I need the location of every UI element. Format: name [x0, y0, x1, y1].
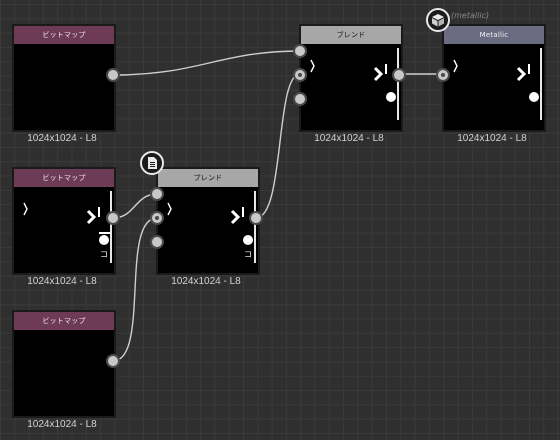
bitmap-node-3-caption: 1024x1024 - L8 [27, 419, 97, 430]
bitmap-node-1-caption: 1024x1024 - L8 [27, 133, 97, 144]
bitmap-node-3-title: ビットマップ [14, 312, 114, 330]
document-icon [148, 157, 157, 169]
blend-node-2-thumbnail: コ [158, 187, 258, 273]
svg-text:コ: コ [100, 250, 108, 259]
bitmap-node-1-output-port[interactable] [106, 68, 120, 82]
output-node-thumbnail [444, 44, 544, 130]
blend-node-1-thumbnail [301, 44, 401, 130]
bitmap-node-2-thumbnail: コ [14, 187, 114, 273]
bitmap-node-2-title: ビットマップ [14, 169, 114, 187]
blend-result-pattern: コ [167, 191, 256, 263]
output-node-input-port[interactable] [436, 68, 450, 82]
blend-node-2-input-mask[interactable] [150, 235, 164, 249]
blend-node-1-title: ブレンド [301, 26, 401, 44]
blend-node-2-title: ブレンド [158, 169, 258, 187]
svg-text:コ: コ [244, 250, 252, 259]
bitmap-node-3-thumbnail [14, 330, 114, 416]
blend-node-2[interactable]: ブレンド コ [156, 167, 260, 275]
output-node-metallic[interactable]: Metallic [442, 24, 546, 132]
blend-node-1-caption: 1024x1024 - L8 [314, 133, 384, 144]
bitmap-node-2-caption: 1024x1024 - L8 [27, 276, 97, 287]
bitmap-node-1[interactable]: ビットマップ [12, 24, 116, 132]
blend-node-2-output-port[interactable] [249, 211, 263, 225]
bitmap-node-3[interactable]: ビットマップ [12, 310, 116, 418]
output-node-badge[interactable] [426, 8, 450, 32]
bitmap-node-2-output-port[interactable] [106, 211, 120, 225]
output-cube-icon [432, 14, 444, 27]
bitmap-node-3-output-port[interactable] [106, 354, 120, 368]
blend-node-2-caption: 1024x1024 - L8 [171, 276, 241, 287]
mask-pattern: コ [23, 191, 112, 263]
blend-result-pattern [310, 48, 399, 120]
blend-node-1-input-mask[interactable] [293, 92, 307, 106]
blend-node-2-badge[interactable] [140, 151, 164, 175]
blend-node-1-input-foreground[interactable] [293, 44, 307, 58]
blend-node-2-input-foreground[interactable] [150, 187, 164, 201]
blend-node-2-input-background[interactable] [150, 211, 164, 225]
wire-bitmap1-to-blend1 [112, 50, 301, 76]
blend-node-1-input-background[interactable] [293, 68, 307, 82]
bitmap-node-1-thumbnail [14, 44, 114, 130]
output-node-title: Metallic [444, 26, 544, 44]
output-node-caption: 1024x1024 - L8 [457, 133, 527, 144]
blend-node-1[interactable]: ブレンド [299, 24, 403, 132]
bitmap-node-1-title: ビットマップ [14, 26, 114, 44]
blend-node-1-output-port[interactable] [392, 68, 406, 82]
bitmap-node-2[interactable]: ビットマップ コ [12, 167, 116, 275]
output-result-pattern [453, 48, 542, 120]
output-node-tag: (metallic) [451, 11, 490, 20]
